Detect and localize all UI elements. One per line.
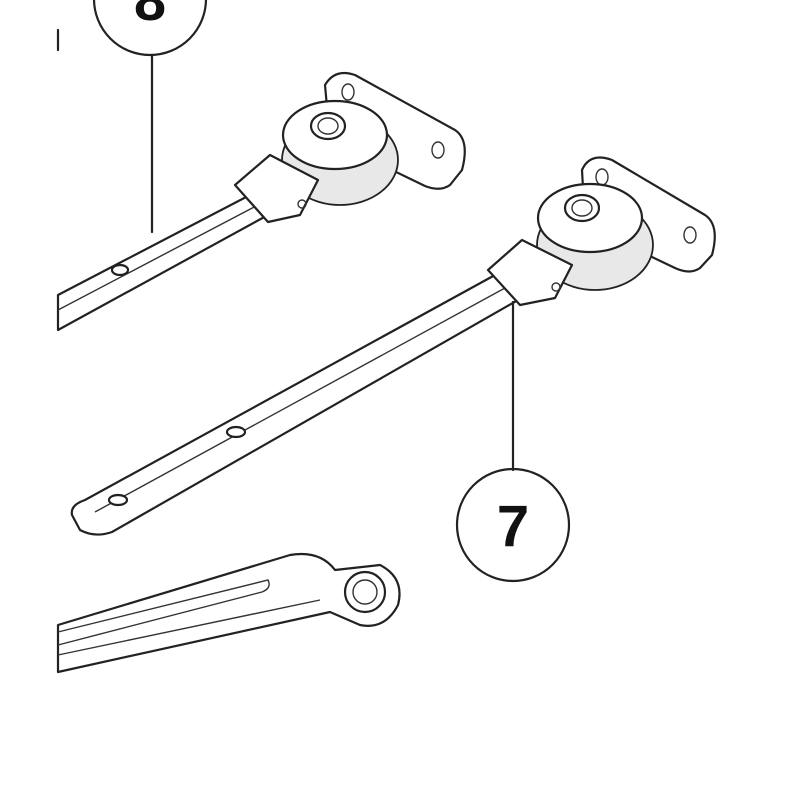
callout-8: 8 <box>92 0 208 234</box>
arm-part-8 <box>56 71 466 332</box>
callout-label-7: 7 <box>497 494 529 559</box>
callout-7: 7 <box>455 300 571 583</box>
callout-label-8: 8 <box>134 0 166 33</box>
wrench-part <box>56 552 401 674</box>
arm-part-7 <box>70 156 716 536</box>
